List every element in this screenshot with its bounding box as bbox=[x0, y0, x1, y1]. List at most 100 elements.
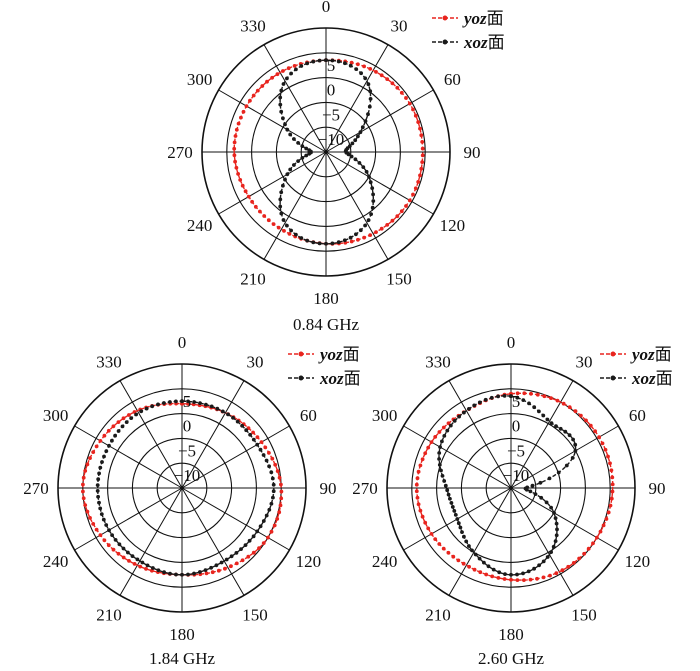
series-marker bbox=[395, 214, 400, 219]
angle-label: 300 bbox=[187, 70, 213, 89]
radial-tick-label: 0 bbox=[327, 81, 336, 100]
series-marker bbox=[267, 507, 272, 512]
series-marker bbox=[579, 413, 583, 418]
series-marker bbox=[420, 140, 425, 144]
series-marker bbox=[304, 153, 309, 158]
series-marker bbox=[234, 127, 239, 132]
series-marker bbox=[563, 429, 568, 434]
series-marker bbox=[342, 238, 347, 243]
series-marker bbox=[234, 551, 239, 555]
series-marker bbox=[571, 561, 576, 565]
series-marker bbox=[522, 578, 526, 582]
series-marker bbox=[433, 435, 438, 439]
series-marker bbox=[111, 547, 116, 552]
angle-label: 120 bbox=[440, 216, 466, 235]
series-marker bbox=[231, 415, 235, 420]
series-marker bbox=[343, 61, 347, 66]
series-marker bbox=[81, 475, 86, 480]
series-marker bbox=[363, 223, 367, 228]
series-marker bbox=[549, 396, 553, 400]
series-marker bbox=[279, 482, 283, 487]
series-marker bbox=[442, 434, 447, 438]
series-marker bbox=[279, 211, 284, 216]
series-marker bbox=[604, 517, 609, 521]
series-marker bbox=[452, 419, 457, 423]
series-marker bbox=[257, 546, 261, 550]
radial-tick-label: 5 bbox=[183, 392, 192, 411]
series-marker bbox=[420, 457, 425, 462]
series-marker bbox=[530, 483, 535, 488]
series-marker bbox=[101, 517, 106, 522]
series-marker bbox=[609, 468, 614, 473]
series-marker bbox=[358, 228, 363, 233]
series-marker bbox=[453, 513, 458, 517]
series-marker bbox=[210, 570, 215, 575]
series-marker bbox=[240, 183, 245, 188]
series-marker bbox=[235, 419, 240, 424]
series-marker bbox=[248, 432, 253, 437]
series-marker bbox=[304, 146, 309, 151]
series-marker bbox=[573, 409, 578, 414]
series-marker bbox=[97, 471, 101, 476]
chart-caption: 2.60 GHz bbox=[478, 649, 545, 668]
series-marker bbox=[541, 575, 546, 580]
spoke-line bbox=[74, 425, 183, 489]
series-marker bbox=[369, 212, 373, 217]
series-marker bbox=[555, 398, 560, 403]
series-marker bbox=[232, 140, 237, 145]
series-marker bbox=[420, 153, 425, 158]
series-marker bbox=[214, 563, 219, 568]
series-marker bbox=[413, 186, 418, 191]
series-marker bbox=[132, 562, 137, 566]
chart-caption: 1.84 GHz bbox=[149, 649, 216, 668]
series-marker bbox=[367, 174, 371, 179]
series-marker bbox=[271, 489, 276, 494]
series-marker bbox=[554, 424, 558, 428]
series-marker bbox=[460, 530, 464, 534]
series-marker bbox=[278, 95, 283, 100]
series-marker bbox=[270, 476, 275, 481]
spoke-line bbox=[403, 425, 512, 489]
series-marker bbox=[285, 127, 290, 132]
series-marker bbox=[113, 433, 117, 438]
series-marker bbox=[541, 413, 546, 418]
series-marker bbox=[573, 442, 578, 447]
series-marker bbox=[278, 197, 283, 202]
series-marker bbox=[610, 482, 615, 487]
series-marker bbox=[278, 102, 283, 107]
series-marker bbox=[509, 572, 513, 577]
series-marker bbox=[282, 229, 286, 233]
series-marker bbox=[216, 568, 221, 573]
series-marker bbox=[134, 412, 139, 417]
series-marker bbox=[586, 546, 591, 551]
series-marker bbox=[532, 405, 537, 410]
angle-label: 300 bbox=[43, 406, 69, 425]
series-marker bbox=[561, 401, 566, 406]
series-marker bbox=[96, 494, 100, 499]
series-marker bbox=[192, 400, 197, 404]
angle-label: 210 bbox=[96, 605, 122, 624]
series-marker bbox=[356, 134, 360, 139]
series-marker bbox=[236, 121, 241, 126]
series-marker bbox=[426, 445, 431, 450]
series-marker bbox=[168, 571, 172, 576]
radial-tick-label: −5 bbox=[322, 105, 340, 124]
spoke-line bbox=[119, 380, 183, 489]
series-marker bbox=[567, 433, 572, 438]
legend-label: xoz面 bbox=[463, 33, 505, 53]
series-marker bbox=[276, 225, 281, 230]
series-marker bbox=[349, 60, 354, 65]
spoke-line bbox=[510, 487, 619, 551]
series-marker bbox=[390, 218, 395, 223]
series-marker bbox=[445, 488, 450, 493]
series-marker bbox=[439, 468, 443, 473]
series-marker bbox=[457, 414, 461, 419]
series-marker bbox=[121, 546, 126, 551]
series-marker bbox=[420, 514, 425, 519]
series-marker bbox=[399, 209, 404, 214]
series-marker bbox=[126, 550, 130, 555]
series-marker bbox=[285, 172, 290, 177]
spoke-line bbox=[181, 487, 245, 596]
series-marker bbox=[547, 476, 552, 481]
series-marker bbox=[330, 58, 335, 63]
